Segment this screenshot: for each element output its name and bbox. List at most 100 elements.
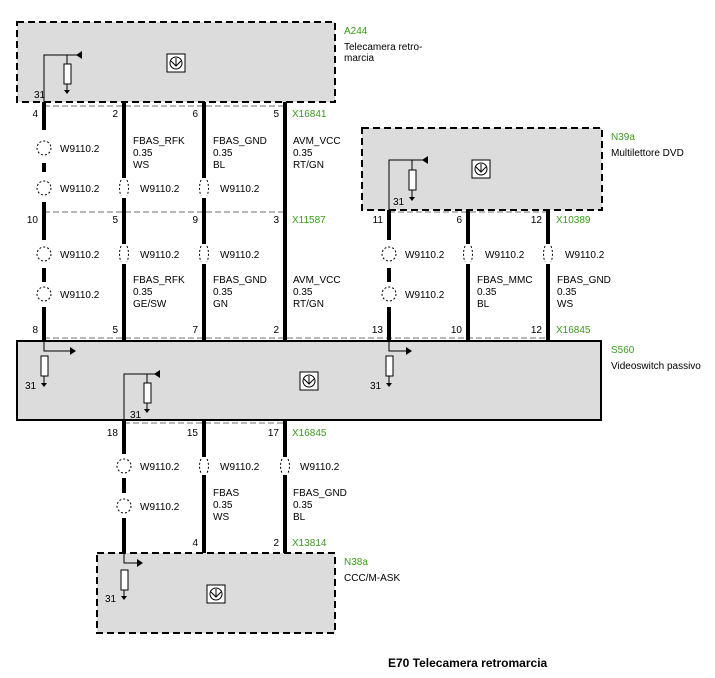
wire-color: WS bbox=[133, 160, 149, 171]
pin-number: 6 bbox=[192, 109, 198, 120]
splice-label: W9110.2 bbox=[60, 250, 100, 261]
splice-label: W9110.2 bbox=[140, 184, 180, 195]
splice bbox=[36, 140, 52, 156]
wire-color: BL bbox=[293, 512, 306, 523]
splice-label: W9110.2 bbox=[405, 290, 445, 301]
connector-x16845: X16845 bbox=[292, 428, 327, 439]
component-n38a-id: N38a bbox=[344, 557, 368, 568]
wire-size: 0.35 bbox=[557, 287, 577, 298]
wire-color: RT/GN bbox=[293, 299, 324, 310]
splice-label: W9110.2 bbox=[220, 462, 260, 473]
connector-x16845: X16845 bbox=[556, 325, 591, 336]
pin-number: 5 bbox=[273, 109, 279, 120]
control-unit-icon bbox=[471, 159, 491, 179]
splice bbox=[199, 245, 209, 263]
wire-label: FBAS_GND 0.35 WS bbox=[557, 275, 611, 310]
pin-number: 3 bbox=[273, 215, 279, 226]
ground-resistor-icon bbox=[388, 156, 428, 210]
pin-number: 15 bbox=[187, 428, 199, 439]
wire-label: FBAS_GND 0.35 BL bbox=[293, 488, 347, 523]
pin-number: 10 bbox=[27, 215, 39, 226]
wire-label: FBAS_GND 0.35 GN bbox=[213, 275, 267, 310]
pin-number: 4 bbox=[32, 109, 38, 120]
component-n39a-id: N39a bbox=[611, 132, 635, 143]
ground-label: 31 bbox=[34, 90, 46, 101]
wire-label: AVM_VCC 0.35 RT/GN bbox=[293, 275, 341, 310]
wire-size: 0.35 bbox=[293, 148, 313, 159]
wire-color: RT/GN bbox=[293, 160, 324, 171]
diagram-title: E70 Telecamera retromarcia bbox=[388, 656, 548, 670]
splice-label: W9110.2 bbox=[300, 462, 340, 473]
ground-label: 31 bbox=[130, 410, 142, 421]
wire-color: GN bbox=[213, 299, 228, 310]
ground-resistor-icon bbox=[123, 370, 160, 420]
splice bbox=[543, 245, 553, 263]
splice-label: W9110.2 bbox=[60, 144, 100, 155]
splice bbox=[36, 180, 52, 196]
splice bbox=[36, 246, 52, 262]
ground-resistor-icon bbox=[120, 553, 143, 600]
splice-label: W9110.2 bbox=[220, 250, 260, 261]
wire-size: 0.35 bbox=[133, 287, 153, 298]
pin-number: 12 bbox=[531, 215, 543, 226]
wire-size: 0.35 bbox=[213, 500, 233, 511]
splice bbox=[381, 246, 397, 262]
pin-number: 12 bbox=[531, 325, 543, 336]
wire-size: 0.35 bbox=[477, 287, 497, 298]
pin-number: 5 bbox=[112, 325, 118, 336]
ground-label: 31 bbox=[393, 197, 405, 208]
ground-resistor-icon bbox=[40, 341, 76, 387]
pin-number: 10 bbox=[451, 325, 463, 336]
component-s560-id: S560 bbox=[611, 345, 635, 356]
splice bbox=[116, 458, 132, 474]
ground-label: 31 bbox=[105, 594, 117, 605]
splice bbox=[119, 179, 129, 197]
splice-label: W9110.2 bbox=[405, 250, 445, 261]
wire-signal: FBAS_RFK bbox=[133, 136, 185, 147]
splice bbox=[36, 286, 52, 302]
splice-label: W9110.2 bbox=[485, 250, 525, 261]
splice-label: W9110.2 bbox=[60, 290, 100, 301]
pin-number: 18 bbox=[107, 428, 119, 439]
splice-label: W9110.2 bbox=[140, 502, 180, 513]
wire-label: FBAS_RFK 0.35 WS bbox=[133, 136, 185, 171]
pin-number: 8 bbox=[32, 325, 38, 336]
wire-color: WS bbox=[213, 512, 229, 523]
pin-number: 2 bbox=[273, 538, 279, 549]
splice bbox=[280, 458, 290, 474]
component-n39a-name: Multilettore DVD bbox=[611, 148, 684, 159]
pin-number: 2 bbox=[112, 109, 118, 120]
splice bbox=[199, 179, 209, 197]
wire-label: FBAS_MMC 0.35 BL bbox=[477, 275, 533, 310]
connector-x13814: X13814 bbox=[292, 538, 327, 549]
wire-label: AVM_VCC 0.35 RT/GN bbox=[293, 136, 341, 171]
ground-label: 31 bbox=[370, 381, 382, 392]
wire-size: 0.35 bbox=[133, 148, 153, 159]
wire-signal: FBAS_GND bbox=[293, 488, 347, 499]
wire-size: 0.35 bbox=[213, 148, 233, 159]
connector-x16841: X16841 bbox=[292, 109, 327, 120]
wire-signal: FBAS bbox=[213, 488, 239, 499]
pin-number: 11 bbox=[373, 215, 384, 226]
splice-label: W9110.2 bbox=[140, 462, 180, 473]
pin-number: 5 bbox=[112, 215, 118, 226]
control-unit-icon bbox=[166, 53, 186, 73]
component-a244-id: A244 bbox=[344, 26, 368, 37]
ground-label: 31 bbox=[25, 381, 37, 392]
control-unit-icon bbox=[206, 584, 226, 604]
splice-label: W9110.2 bbox=[220, 184, 260, 195]
wire-signal: FBAS_GND bbox=[213, 275, 267, 286]
pin-number: 9 bbox=[192, 215, 198, 226]
wire-label: FBAS_RFK 0.35 GE/SW bbox=[133, 275, 185, 310]
pin-number: 17 bbox=[268, 428, 280, 439]
wire-label: FBAS_GND 0.35 BL bbox=[213, 136, 267, 171]
pin-number: 4 bbox=[192, 538, 198, 549]
ground-resistor-icon bbox=[43, 51, 82, 102]
splice bbox=[199, 458, 209, 474]
control-unit-icon bbox=[299, 371, 319, 391]
splice-label: W9110.2 bbox=[60, 184, 100, 195]
splice bbox=[381, 286, 397, 302]
wire-color: BL bbox=[213, 160, 226, 171]
wire-color: BL bbox=[477, 299, 490, 310]
